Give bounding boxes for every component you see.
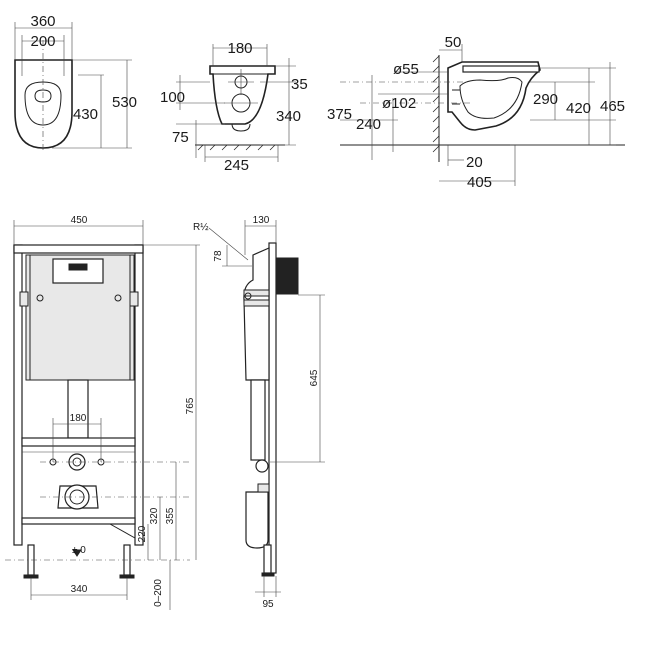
front-340-label: 340 <box>276 108 301 125</box>
frame-inlet-spacing-label: 180 <box>70 413 87 424</box>
top-seat-width-label: 200 <box>30 33 55 50</box>
frame-side-foot-label: 95 <box>262 599 274 610</box>
side-20-label: 20 <box>466 154 483 171</box>
front-base-width-label: 245 <box>224 157 249 174</box>
front-100-label: 100 <box>160 89 185 106</box>
top-bowl-length-label: 430 <box>73 106 98 123</box>
frame-765-label: 765 <box>185 397 196 414</box>
front-width-label: 180 <box>227 40 252 57</box>
side-projection-label: 405 <box>467 174 492 191</box>
frame-side-78-label: 78 <box>213 250 224 262</box>
side-375-label: 375 <box>327 106 352 123</box>
front-35-label: 35 <box>291 76 308 93</box>
top-view <box>14 22 132 150</box>
frame-leg-adjust-label: 0–200 <box>153 579 164 607</box>
front-75-label: 75 <box>172 129 189 146</box>
side-465-label: 465 <box>600 98 625 115</box>
frame-leg-spacing-label: 340 <box>71 584 88 595</box>
side-outlet-diameter-label: ø102 <box>382 95 416 112</box>
side-420-label: 420 <box>566 100 591 117</box>
frame-level-label: ± 0 <box>72 545 86 556</box>
frame-220-label: 220 <box>137 525 148 542</box>
side-inlet-diameter-label: ø55 <box>393 61 419 78</box>
frame-side-thread-label: R½ <box>193 222 209 233</box>
side-240-label: 240 <box>356 116 381 133</box>
top-width-label: 360 <box>30 13 55 30</box>
frame-side-view <box>208 220 325 597</box>
side-290-label: 290 <box>533 91 558 108</box>
frame-320-label: 320 <box>149 507 160 524</box>
side-50-label: 50 <box>445 34 462 51</box>
side-view <box>340 44 625 186</box>
front-view <box>176 44 296 162</box>
frame-front-view <box>5 220 200 610</box>
frame-355-label: 355 <box>165 507 176 524</box>
frame-side-depth-label: 130 <box>253 215 270 226</box>
frame-side-645-label: 645 <box>309 369 320 386</box>
top-overall-length-label: 530 <box>112 94 137 111</box>
frame-width-label: 450 <box>71 215 88 226</box>
